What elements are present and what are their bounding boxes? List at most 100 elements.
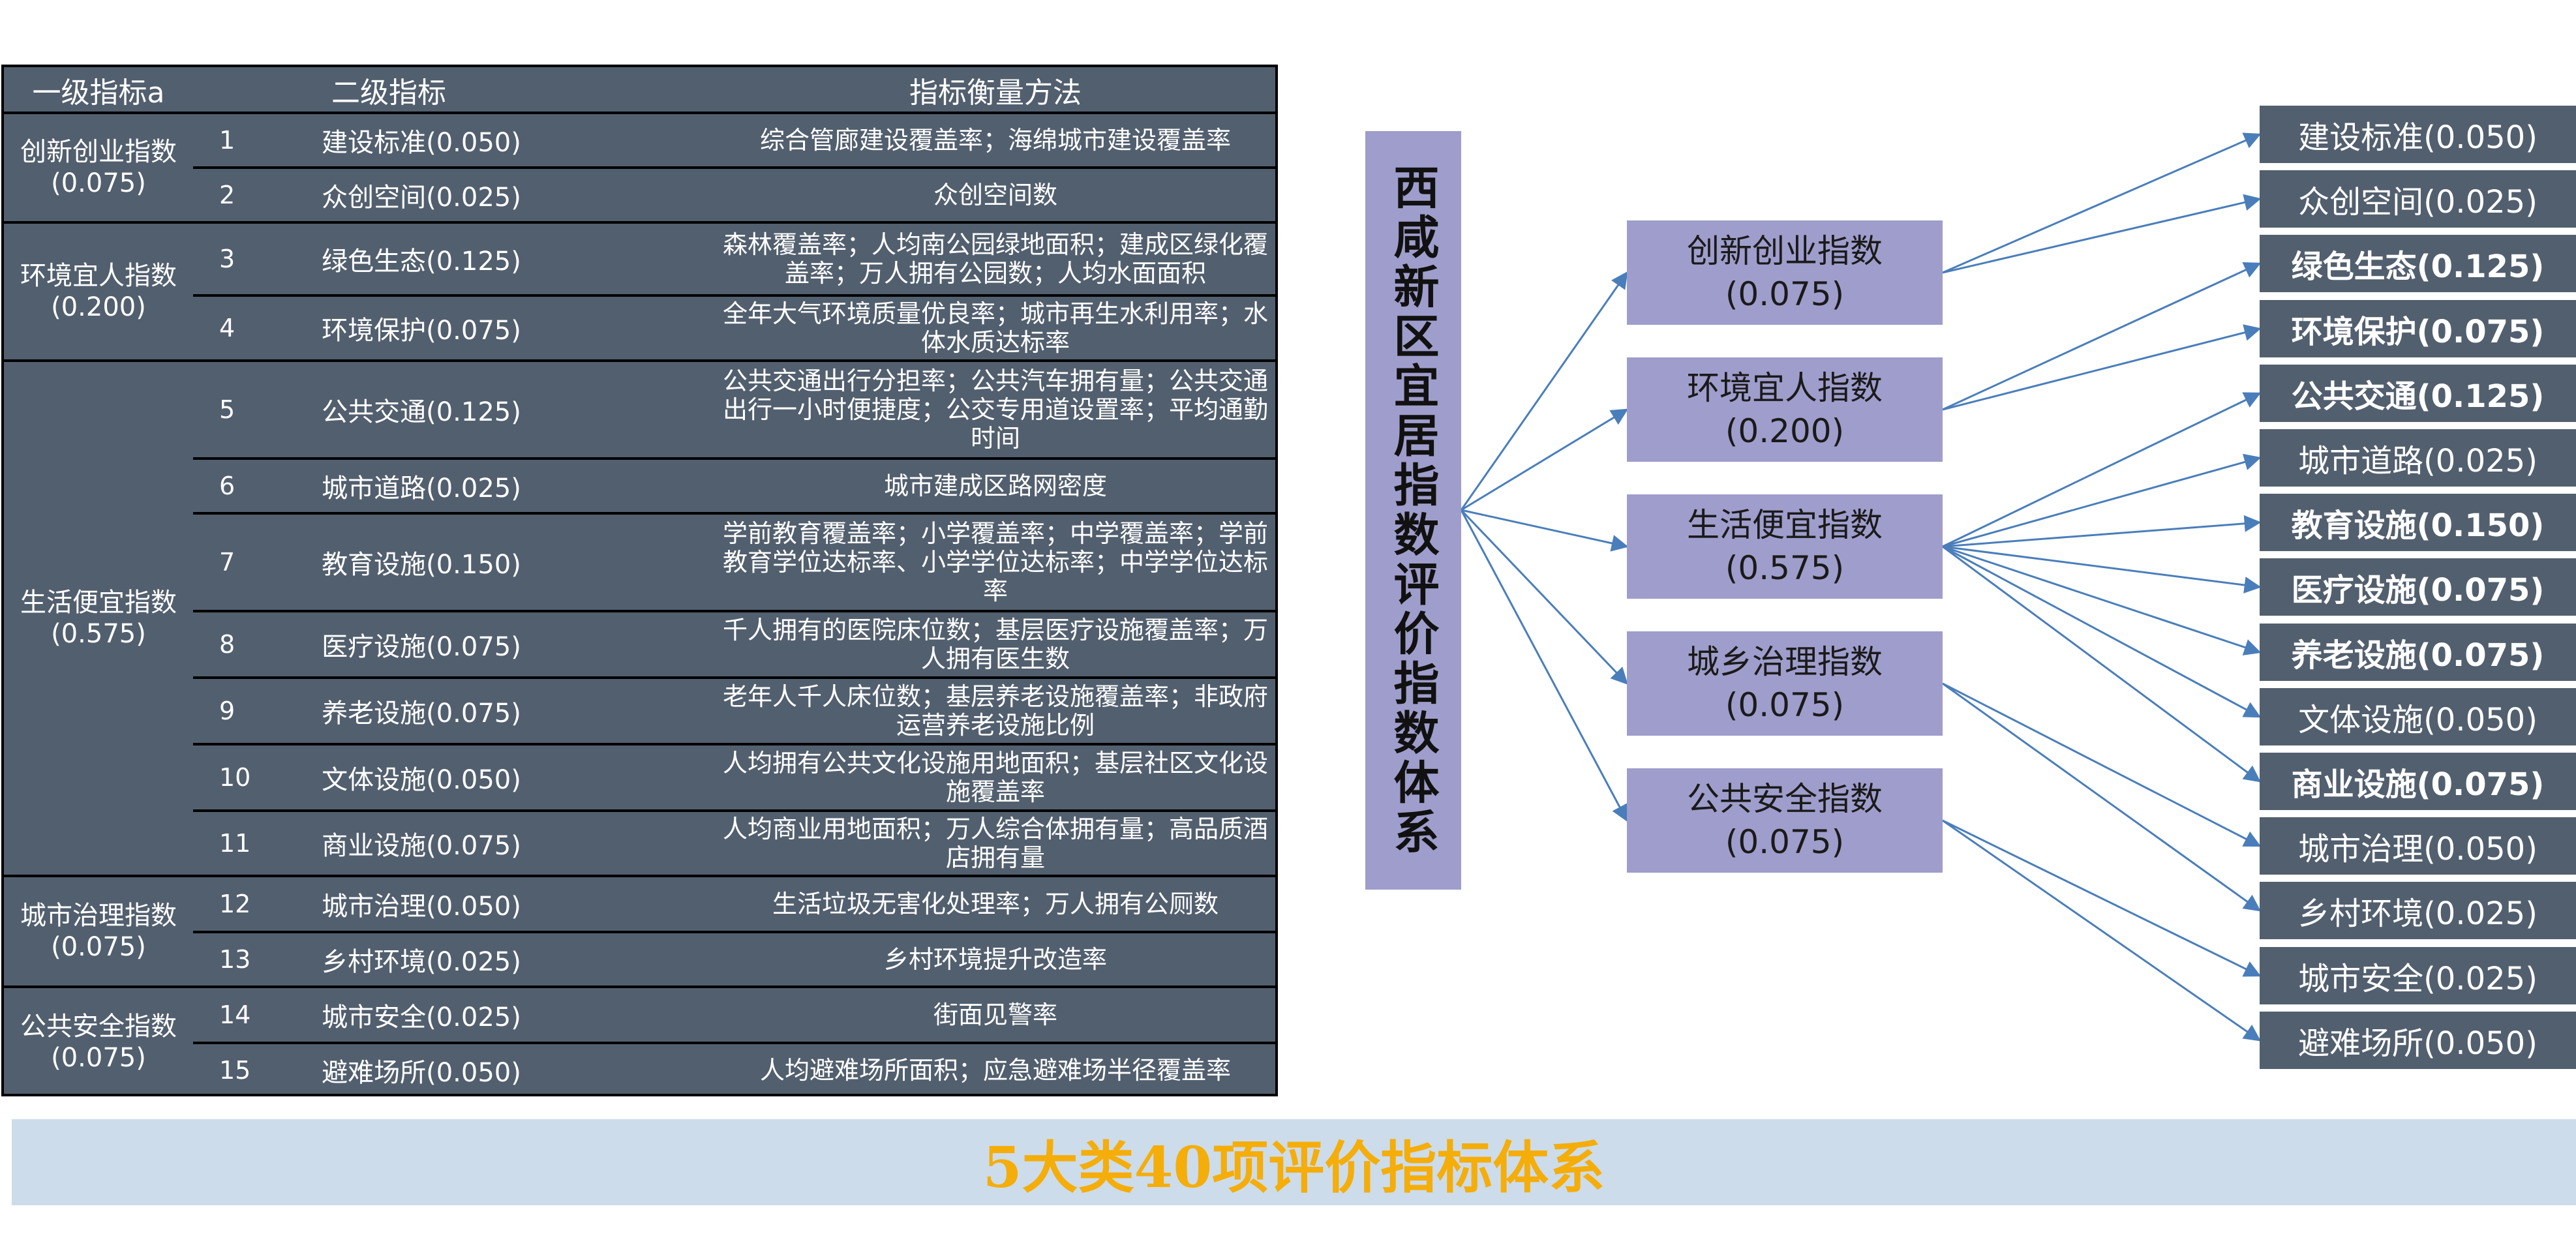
- row-divider: [193, 512, 1276, 515]
- row-divider: [193, 359, 1276, 362]
- row-divider: [193, 676, 1276, 679]
- row-divider: [193, 457, 1276, 460]
- category-node: 生活便宜指数(0.575): [1627, 494, 1943, 599]
- indicator-node: 众创空间(0.025): [2260, 170, 2576, 228]
- row-indicator: 公共交通(0.125): [322, 397, 521, 427]
- row-indicator: 城市道路(0.025): [322, 474, 521, 504]
- footer-title: 5大类40项评价指标体系: [982, 1134, 1605, 1201]
- row-method: 城市建成区路网密度: [883, 472, 1107, 500]
- indicator-table: 一级指标a 二级指标 指标衡量方法 创新创业指数(0.075)环境宜人指数(0.…: [1, 65, 1278, 1096]
- row-number: 7: [219, 548, 235, 577]
- header-level2: 二级指标: [331, 76, 446, 110]
- row-number: 2: [219, 181, 235, 209]
- header-divider: [4, 112, 1276, 114]
- root-connector: [1460, 509, 1628, 685]
- row-method: 全年大气环境质量优良率；城市再生水利用率；水体水质达标率: [722, 299, 1268, 357]
- category-node-weight: (0.200): [1725, 412, 1845, 450]
- row-method: 公共交通出行分担率；公共汽车拥有量；公共交通出行一小时便捷度；公交专用道设置率；…: [722, 367, 1268, 453]
- row-divider: [193, 294, 1276, 297]
- row-method: 千人拥有的医院床位数；基层医疗设施覆盖率；万人拥有医生数: [722, 616, 1268, 673]
- indicator-node: 商业设施(0.075): [2260, 753, 2576, 810]
- category-name: 公共安全指数: [20, 1012, 177, 1042]
- category-node-name: 创新创业指数: [1687, 232, 1883, 270]
- category-connector: [1942, 515, 2262, 548]
- category-cell: 环境宜人指数(0.200): [4, 222, 193, 361]
- root-connector: [1460, 271, 1628, 511]
- row-number: 4: [219, 314, 235, 342]
- row-number: 12: [219, 890, 251, 918]
- row-method: 生活垃圾无害化处理率；万人拥有公厕数: [772, 890, 1219, 918]
- row-divider: [193, 875, 1276, 877]
- row-indicator: 城市治理(0.050): [322, 892, 521, 922]
- row-number: 1: [219, 126, 235, 155]
- row-divider: [193, 986, 1276, 988]
- indicator-node: 乡村环境(0.025): [2260, 882, 2576, 939]
- category-node-weight: (0.075): [1725, 823, 1845, 861]
- row-indicator: 教育设施(0.150): [322, 550, 521, 580]
- category-node-weight: (0.075): [1725, 686, 1845, 724]
- category-node-name: 公共安全指数: [1687, 780, 1883, 818]
- category-cell: 创新创业指数(0.075): [4, 113, 193, 222]
- row-indicator: 绿色生态(0.125): [322, 247, 521, 277]
- category-cell: 公共安全指数(0.075): [4, 987, 193, 1098]
- indicator-node: 城市治理(0.050): [2260, 817, 2576, 875]
- row-method: 学前教育覆盖率；小学覆盖率；中学覆盖率；学前教育学位达标率、小学学位达标率；中学…: [722, 519, 1268, 605]
- category-connector: [1942, 545, 2262, 655]
- row-indicator: 众创空间(0.025): [322, 183, 521, 213]
- row-method: 街面见警率: [933, 1001, 1057, 1029]
- row-number: 6: [219, 472, 235, 500]
- row-method: 人均拥有公共文化设施用地面积；基层社区文化设施覆盖率: [722, 749, 1268, 806]
- row-number: 5: [219, 395, 235, 424]
- indicator-node: 建设标准(0.050): [2260, 106, 2576, 163]
- indicator-node: 环境保护(0.075): [2260, 300, 2576, 357]
- category-weight: (0.200): [51, 292, 146, 322]
- row-indicator: 乡村环境(0.025): [322, 947, 521, 977]
- row-number: 8: [219, 630, 235, 659]
- category-connector: [1942, 453, 2262, 548]
- row-method: 人均商业用地面积；万人综合体拥有量；高品质酒店拥有量: [722, 815, 1268, 872]
- row-indicator: 建设标准(0.050): [322, 128, 521, 158]
- root-connector: [1461, 509, 1629, 552]
- system-title: 西咸新区宜居指数评价指数体系: [1386, 163, 1440, 858]
- row-number: 11: [219, 829, 251, 858]
- row-divider: [193, 610, 1276, 612]
- category-connector: [1942, 819, 2262, 977]
- category-name: 城市治理指数: [20, 901, 177, 931]
- category-connector: [1942, 132, 2262, 274]
- indicator-node: 避难场所(0.050): [2260, 1012, 2576, 1069]
- root-connector: [1460, 509, 1628, 822]
- system-title-bar: 西咸新区宜居指数评价指数体系: [1365, 131, 1461, 890]
- category-connector: [1942, 392, 2262, 548]
- indicator-node: 公共交通(0.125): [2260, 365, 2576, 422]
- indicator-node: 医疗设施(0.075): [2260, 558, 2576, 616]
- row-divider: [193, 931, 1276, 933]
- row-divider: [193, 809, 1276, 812]
- row-indicator: 环境保护(0.075): [322, 316, 521, 346]
- category-cell: 生活便宜指数(0.575): [4, 361, 193, 876]
- footer-banner: 5大类40项评价指标体系: [12, 1119, 2576, 1205]
- category-weight: (0.075): [51, 932, 146, 962]
- indicator-node: 绿色生态(0.125): [2260, 235, 2576, 292]
- row-method: 众创空间数: [933, 181, 1057, 209]
- category-node-weight: (0.075): [1725, 275, 1845, 313]
- indicator-node: 养老设施(0.075): [2260, 624, 2576, 681]
- category-connector: [1942, 545, 2262, 718]
- row-number: 10: [219, 763, 251, 792]
- category-node-name: 环境宜人指数: [1687, 369, 1883, 407]
- header-level1: 一级指标a: [32, 76, 165, 110]
- row-method: 老年人千人床位数；基层养老设施覆盖率；非政府运营养老设施比例: [722, 682, 1268, 740]
- category-node: 创新创业指数 (0.075): [1627, 220, 1943, 325]
- row-method: 森林覆盖率；人均南公园绿地面积；建成区绿化覆盖率；万人拥有公园数；人均水面面积: [722, 230, 1268, 288]
- category-connector: [1942, 262, 2262, 411]
- row-indicator: 养老设施(0.075): [322, 699, 521, 729]
- row-number: 9: [219, 697, 235, 725]
- indicator-node: 教育设施(0.150): [2260, 494, 2576, 551]
- indicator-node: 城市道路(0.025): [2260, 429, 2576, 487]
- category-node-name: 生活便宜指数: [1687, 506, 1883, 544]
- row-number: 15: [219, 1056, 251, 1085]
- row-divider: [193, 221, 1276, 224]
- row-method: 乡村环境提升改造率: [883, 945, 1107, 974]
- row-indicator: 商业设施(0.075): [322, 831, 521, 861]
- row-method: 人均避难场所面积；应急避难场半径覆盖率: [759, 1056, 1231, 1085]
